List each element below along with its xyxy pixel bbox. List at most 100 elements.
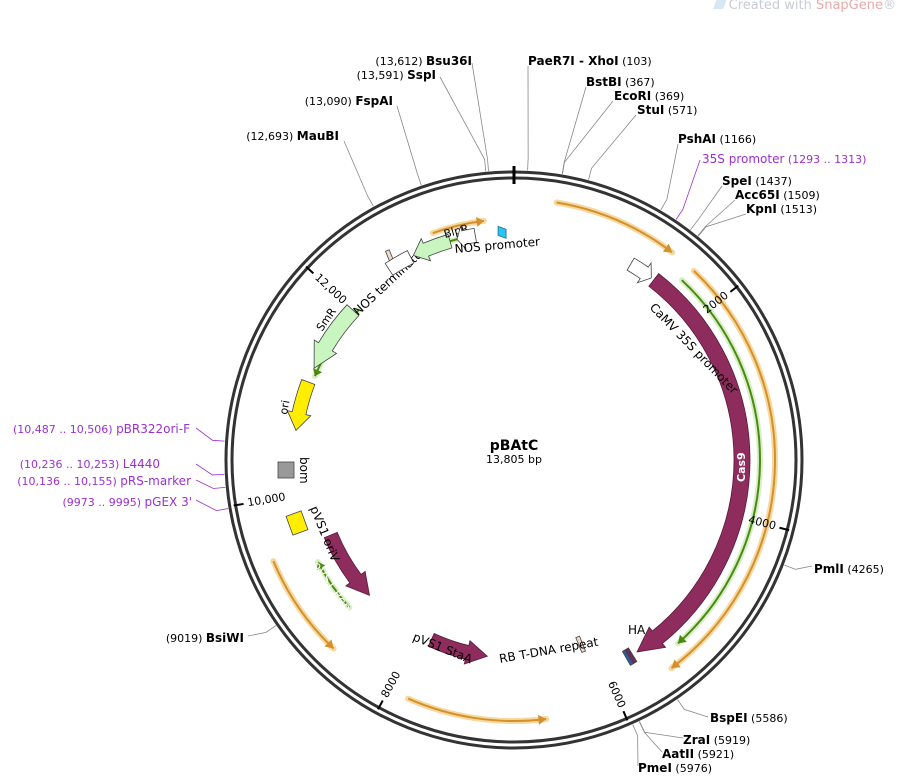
site-leader [439, 76, 487, 172]
site-name: KpnI [746, 202, 777, 216]
primer-leader [195, 479, 226, 489]
site-position: (9019) [166, 632, 203, 645]
site-label: PshAI (1166) [678, 132, 756, 146]
rb-tdna-repeat-label: RB T-DNA repeat [498, 635, 599, 666]
site-position: (1509) [783, 189, 820, 202]
primer-label: (10,487 .. 10,506) pBR322ori-F [13, 422, 190, 436]
site-name: MauBI [297, 129, 339, 143]
site-leader [632, 724, 639, 767]
primer-range: (10,136 .. 10,155) [17, 475, 117, 488]
primer-range: (10,487 .. 10,506) [13, 423, 113, 436]
ruler-tick [305, 265, 315, 275]
site-name: PmeI [638, 761, 672, 775]
pvs1-repa-arrow [323, 531, 371, 596]
site-position: (5919) [714, 734, 751, 747]
ruler-tick [233, 502, 244, 507]
site-pmli[interactable]: PmlI (4265) [814, 562, 884, 576]
site-spei[interactable]: SpeI (1437) [722, 174, 792, 188]
site-pshai[interactable]: PshAI (1166) [678, 132, 756, 146]
site-label: PmlI (4265) [814, 562, 884, 576]
site-bsu36i[interactable]: (13,612) Bsu36I [375, 54, 472, 68]
site-leader [697, 213, 747, 237]
primer-leader [195, 463, 225, 476]
snapgene-watermark: Created with SnapGene® [712, 0, 896, 13]
ori-label: ori [277, 399, 292, 415]
smr-arrow [313, 304, 360, 369]
primer-pbr322ori-f[interactable]: (10,487 .. 10,506) pBR322ori-F [13, 422, 190, 436]
primer-prs-marker[interactable]: (10,136 .. 10,155) pRS-marker [17, 474, 191, 488]
site-label: PaeR7I - XhoI (103) [528, 54, 652, 68]
site-position: (571) [668, 104, 698, 117]
primer-label: (9973 .. 9995) pGEX 3' [62, 495, 192, 509]
orf-arc [405, 695, 550, 725]
primer-pgex-3-[interactable]: (9973 .. 9995) pGEX 3' [62, 495, 192, 509]
site-leader [638, 721, 663, 753]
site-label: (13,591) SspI [357, 68, 436, 82]
site-position: (13,612) [375, 55, 422, 68]
orf-arc [429, 216, 487, 237]
plasmid-size: 13,805 bp [486, 453, 542, 466]
watermark-brand: SnapGene [815, 0, 883, 13]
site-maubi[interactable]: (12,693) MauBI [246, 129, 339, 143]
nos-promoter-arrow [456, 225, 477, 250]
site-name: Bsu36I [426, 54, 472, 68]
site-fspai[interactable]: (13,090) FspAI [305, 94, 393, 108]
primer-leader [195, 499, 229, 512]
site-stui[interactable]: StuI (571) [637, 103, 697, 117]
primer-name: pBR322ori-F [116, 422, 190, 436]
site-sspi[interactable]: (13,591) SspI [357, 68, 436, 82]
primer-leader [195, 427, 225, 442]
primer-range: (9973 .. 9995) [62, 496, 141, 509]
site-position: (1513) [780, 203, 817, 216]
site-pmei[interactable]: PmeI (5976) [638, 761, 712, 775]
site-label: (12,693) MauBI [246, 129, 339, 143]
primer-35s-promoter[interactable]: 35S promoter (1293 .. 1313) [702, 152, 866, 166]
site-bstbi[interactable]: BstBI (367) [586, 75, 655, 89]
orf-arc [674, 277, 763, 647]
site-position: (1437) [755, 175, 792, 188]
site-name: Acc65I [735, 188, 780, 202]
site-leader [527, 65, 529, 171]
primer-name: pRS-marker [120, 474, 191, 488]
site-name: AatII [662, 747, 694, 761]
site-label: ZraI (5919) [683, 733, 750, 747]
site-name: BsiWI [206, 631, 244, 645]
nos-promoter-marker [497, 225, 507, 239]
ruler-tick [729, 284, 739, 293]
site-bspei[interactable]: BspEI (5586) [710, 711, 788, 725]
primer-name: 35S promoter [702, 152, 784, 166]
site-position: (4265) [847, 563, 884, 576]
ruler-tick [377, 700, 384, 710]
site-label: Acc65I (1509) [735, 188, 820, 202]
ha-label: HA [628, 623, 646, 637]
site-paer7i-xhoi[interactable]: PaeR7I - XhoI (103) [528, 54, 652, 68]
site-aatii[interactable]: AatII (5921) [662, 747, 734, 761]
camv-35s-promoter-arrow [626, 257, 652, 284]
site-position: (5921) [698, 748, 735, 761]
site-layer: PaeR7I - XhoI (103) BstBI (367)EcoRI (369… [13, 54, 884, 775]
site-bsiwi[interactable]: (9019) BsiWI [166, 631, 244, 645]
site-label: (13,090) FspAI [305, 94, 393, 108]
site-position: (13,090) [305, 95, 352, 108]
site-kpni[interactable]: KpnI (1513) [746, 202, 817, 216]
site-leader [562, 100, 614, 175]
site-acc65i[interactable]: Acc65I (1509) [735, 188, 820, 202]
site-label: (9019) BsiWI [166, 631, 244, 645]
site-name: EcoRI [614, 89, 651, 103]
site-zrai[interactable]: ZraI (5919) [683, 733, 750, 747]
site-label: (13,612) Bsu36I [375, 54, 472, 68]
site-name: FspAI [355, 94, 393, 108]
pvs1-oriv-box [285, 510, 309, 536]
primer-name: pGEX 3' [145, 495, 192, 509]
site-leader [343, 140, 374, 207]
site-label: AatII (5921) [662, 747, 734, 761]
primer-l4440[interactable]: (10,236 .. 10,253) L4440 [20, 457, 160, 471]
site-label: BstBI (367) [586, 75, 655, 89]
orf-arc [553, 199, 676, 256]
ruler-label: 6000 [605, 679, 628, 710]
ruler-label: 12,000 [312, 271, 349, 307]
site-ecori[interactable]: EcoRI (369) [614, 89, 684, 103]
primer-label: (10,136 .. 10,155) pRS-marker [17, 474, 191, 488]
primer-label: 35S promoter (1293 .. 1313) [702, 152, 866, 166]
